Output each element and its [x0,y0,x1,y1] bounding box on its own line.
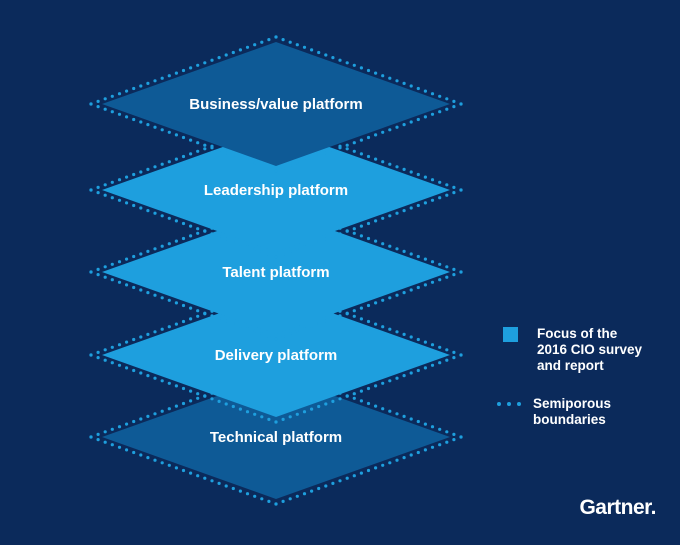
legend-item-focus: Focus of the 2016 CIO survey and report [503,326,657,374]
focus-swatch-icon [503,327,518,342]
layer-label: Leadership platform [204,182,348,199]
layer-business-value-platform: Business/value platform [89,35,462,172]
layer-label: Delivery platform [215,347,338,364]
gartner-logo: Gartner. [579,496,656,520]
dotted-boundary-icon [497,402,521,410]
layer-label: Talent platform [222,264,329,281]
legend-boundaries-label: Semiporous boundaries [533,396,653,428]
legend-item-boundaries: Semiporous boundaries [497,396,653,428]
layer-label: Technical platform [210,429,342,446]
legend-focus-label: Focus of the 2016 CIO survey and report [537,326,657,374]
layer-label: Business/value platform [189,96,362,113]
